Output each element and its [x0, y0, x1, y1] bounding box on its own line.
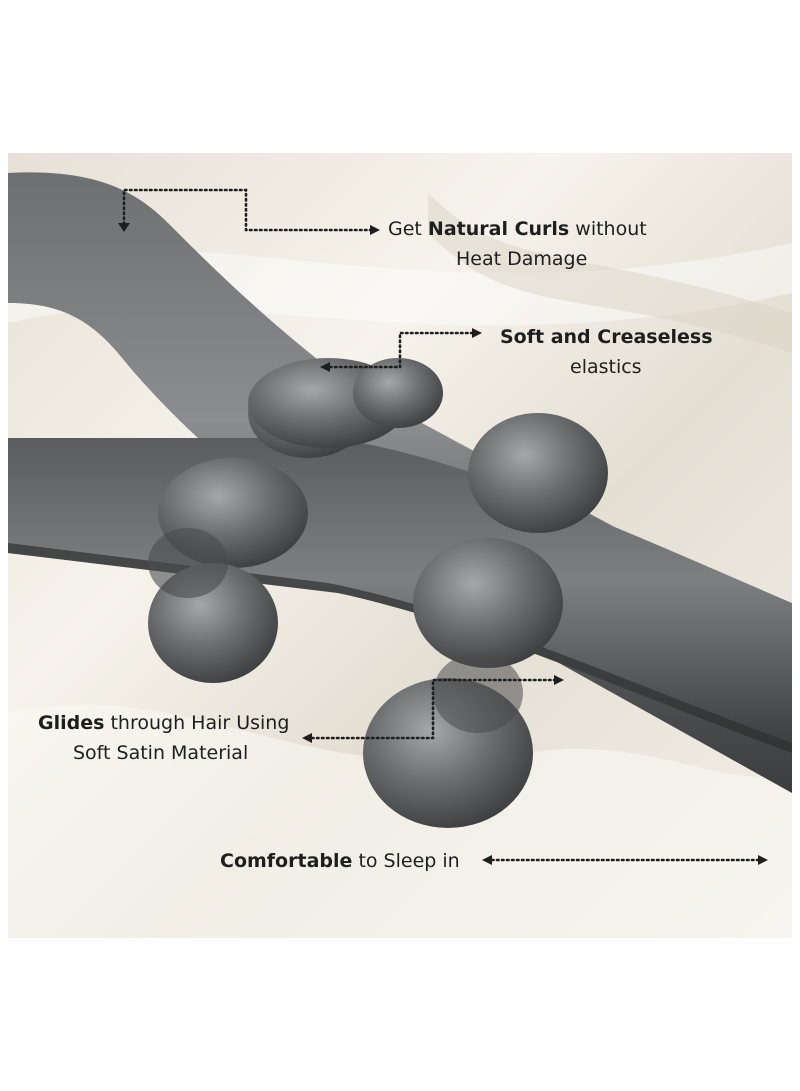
callout-curls-line2: Heat Damage: [456, 248, 588, 270]
comfort-suffix: to Sleep in: [358, 850, 460, 872]
callout-elastics-line2: elastics: [570, 356, 642, 378]
heatless-curler-illustration: [8, 153, 792, 938]
callout-elastics-line1: Soft and Creaseless: [500, 322, 713, 352]
callout-comfort: Comfortable to Sleep in: [220, 846, 460, 876]
callout-glides-line2: Soft Satin Material: [73, 742, 249, 764]
callout-curls-line1: Get Natural Curls without: [388, 214, 647, 244]
curls-prefix: Get: [388, 218, 422, 240]
curls-suffix: without: [575, 218, 647, 240]
glides-bold: Glides: [38, 712, 105, 734]
product-photo: [8, 153, 792, 938]
glides-suffix: through Hair Using: [110, 712, 290, 734]
curls-bold: Natural Curls: [427, 218, 570, 240]
scrunchie-top: [248, 358, 443, 448]
elastics-bold: Soft and Creaseless: [500, 326, 713, 348]
comfort-bold: Comfortable: [220, 850, 353, 872]
callout-glides-line1: Glides through Hair Using: [38, 708, 289, 738]
